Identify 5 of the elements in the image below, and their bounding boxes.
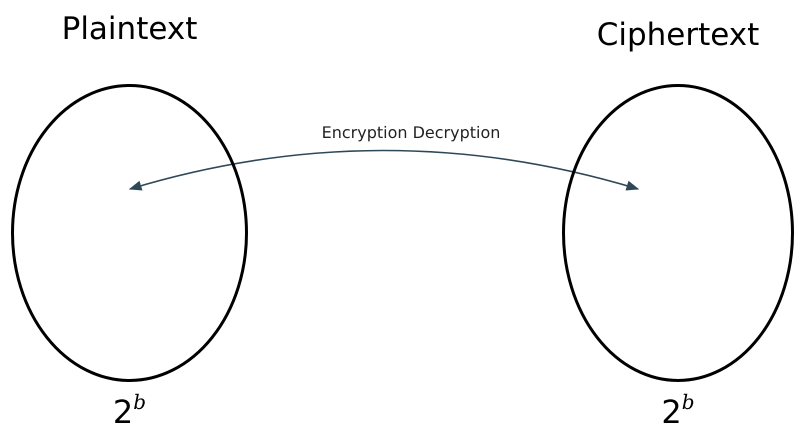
curved-arrow bbox=[128, 150, 640, 191]
set-title: Ciphertext bbox=[596, 20, 760, 51]
set-size-label: 2$^{b}$ bbox=[112, 392, 146, 424]
set-size-label: 2$^{b}$ bbox=[661, 392, 695, 424]
set-title: Plaintext bbox=[62, 14, 198, 45]
